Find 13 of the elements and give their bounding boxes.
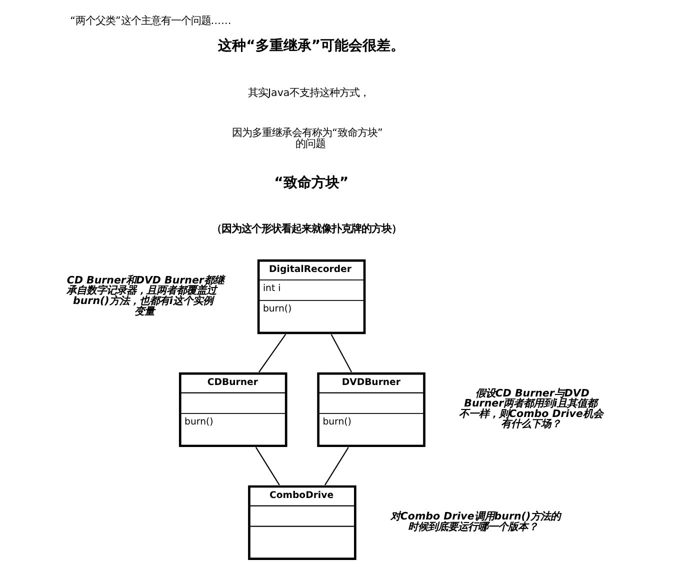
diagram-title: “两个父类”这个主意有一个问题…… (70, 14, 232, 27)
label: 这种“多重继承”可能会很差。 (218, 38, 405, 54)
label: （因为这个形状看起来就像扑克牌的方块） (212, 223, 402, 236)
label: 因为多重继承会有称为“致命方块”的问题 (232, 126, 383, 150)
label: 其实Java不支持这种方式， (248, 86, 370, 99)
connector (258, 334, 286, 372)
label: CD Burner和DVD Burner都继承自数字记录器，且两者都覆盖过burn()方法，也都有i这个实例变量 (66, 274, 224, 318)
label: 对Combo Drive调用burn()方法的时候到底要运行哪一个版本？ (390, 510, 561, 533)
label: 假设CD Burner与DVD Burner两者都用到i且其值都不一样，则Combo Drive机会有什么下场？ (459, 387, 603, 430)
connector (324, 447, 349, 486)
connector (255, 447, 280, 486)
connector (330, 334, 352, 372)
label: “致命方块” (274, 175, 349, 192)
